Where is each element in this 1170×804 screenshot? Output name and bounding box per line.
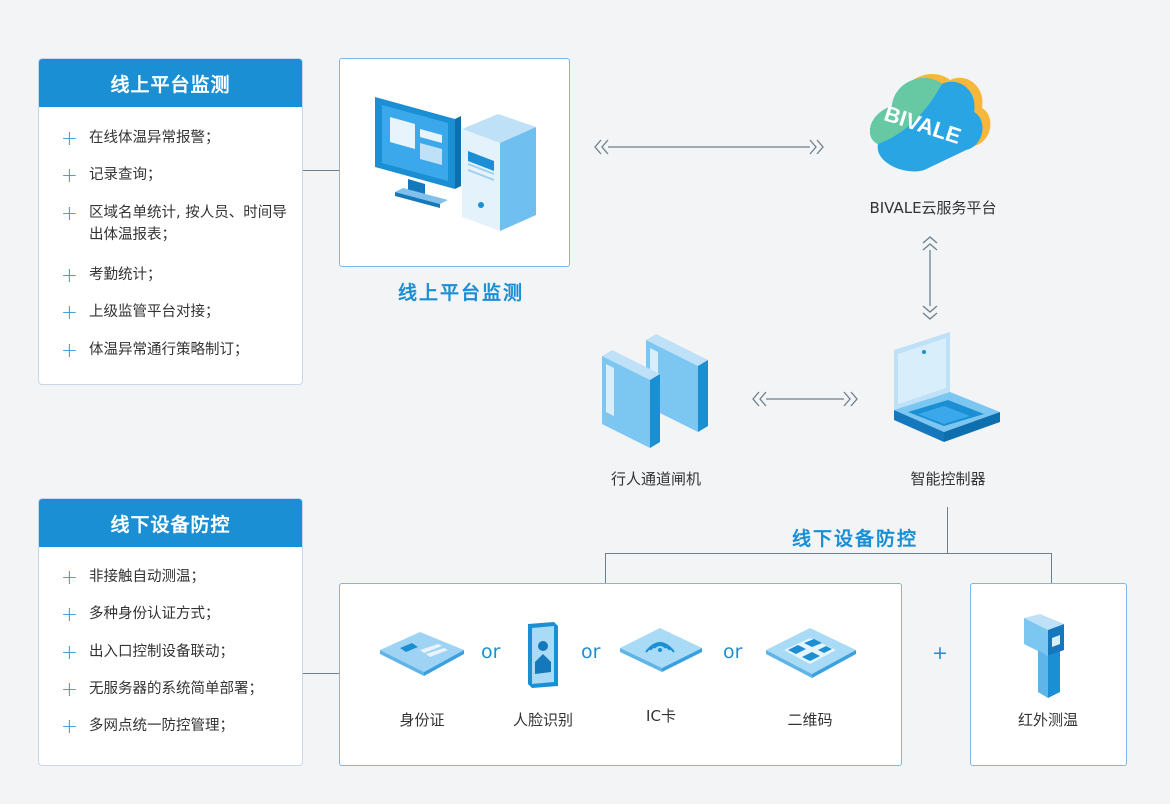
plus-icon: + [61,126,78,150]
offline-panel: 线下设备防控 +非接触自动测温； +多种身份认证方式； +出入口控制设备联动； … [38,498,303,766]
id-card-icon [380,632,464,676]
or-separator: or [481,641,501,663]
plus-icon: + [61,677,78,701]
online-platform-box [339,58,570,267]
connector-line [947,507,948,554]
connector-line [1051,553,1052,583]
face-recognition-label: 人脸识别 [512,711,573,729]
face-recognition-icon [528,622,558,688]
plus-icon: + [61,565,78,589]
turnstile-gate-label: 行人通道闸机 [610,470,701,488]
turnstile-gate-icon [602,334,708,448]
online-platform-label: 线上平台监测 [398,282,525,304]
connector-line [605,553,1052,554]
cloud-icon: BIVALE [869,74,991,172]
plus-icon: + [61,263,78,287]
plus-icon: + [61,602,78,626]
computer-server-icon [375,97,536,231]
connector-line [303,170,339,171]
online-panel: 线上平台监测 +在线体温异常报警； +记录查询； +区域名单统计, 按人员、时间… [38,58,303,385]
plus-icon: + [61,714,78,738]
smart-controller-icon [894,332,1000,442]
offline-panel-title: 线下设备防控 [39,499,302,547]
infrared-thermometer-label: 红外测温 [1017,711,1078,729]
smart-controller-label: 智能控制器 [910,470,986,488]
or-separator: or [581,641,601,663]
double-arrow-icon [752,391,858,407]
connector-line [303,673,339,674]
qr-code-label: 二维码 [787,711,833,729]
ic-card-label: IC卡 [646,707,676,725]
ic-card-icon [620,628,702,672]
vertical-double-arrow-icon [922,236,938,320]
online-panel-title: 线上平台监测 [39,59,302,107]
plus-separator: + [932,642,948,664]
double-arrow-icon [594,139,824,155]
connector-line [605,553,606,583]
plus-icon: + [61,338,78,362]
plus-icon: + [61,201,78,225]
cloud-platform-label: BIVALE云服务平台 [869,199,997,217]
infrared-thermometer-icon [1024,614,1064,698]
qr-code-icon [766,628,856,678]
or-separator: or [723,641,743,663]
id-card-label: 身份证 [399,711,445,729]
plus-icon: + [61,163,78,187]
offline-devices-label: 线下设备防控 [792,528,919,550]
plus-icon: + [61,640,78,664]
plus-icon: + [61,300,78,324]
